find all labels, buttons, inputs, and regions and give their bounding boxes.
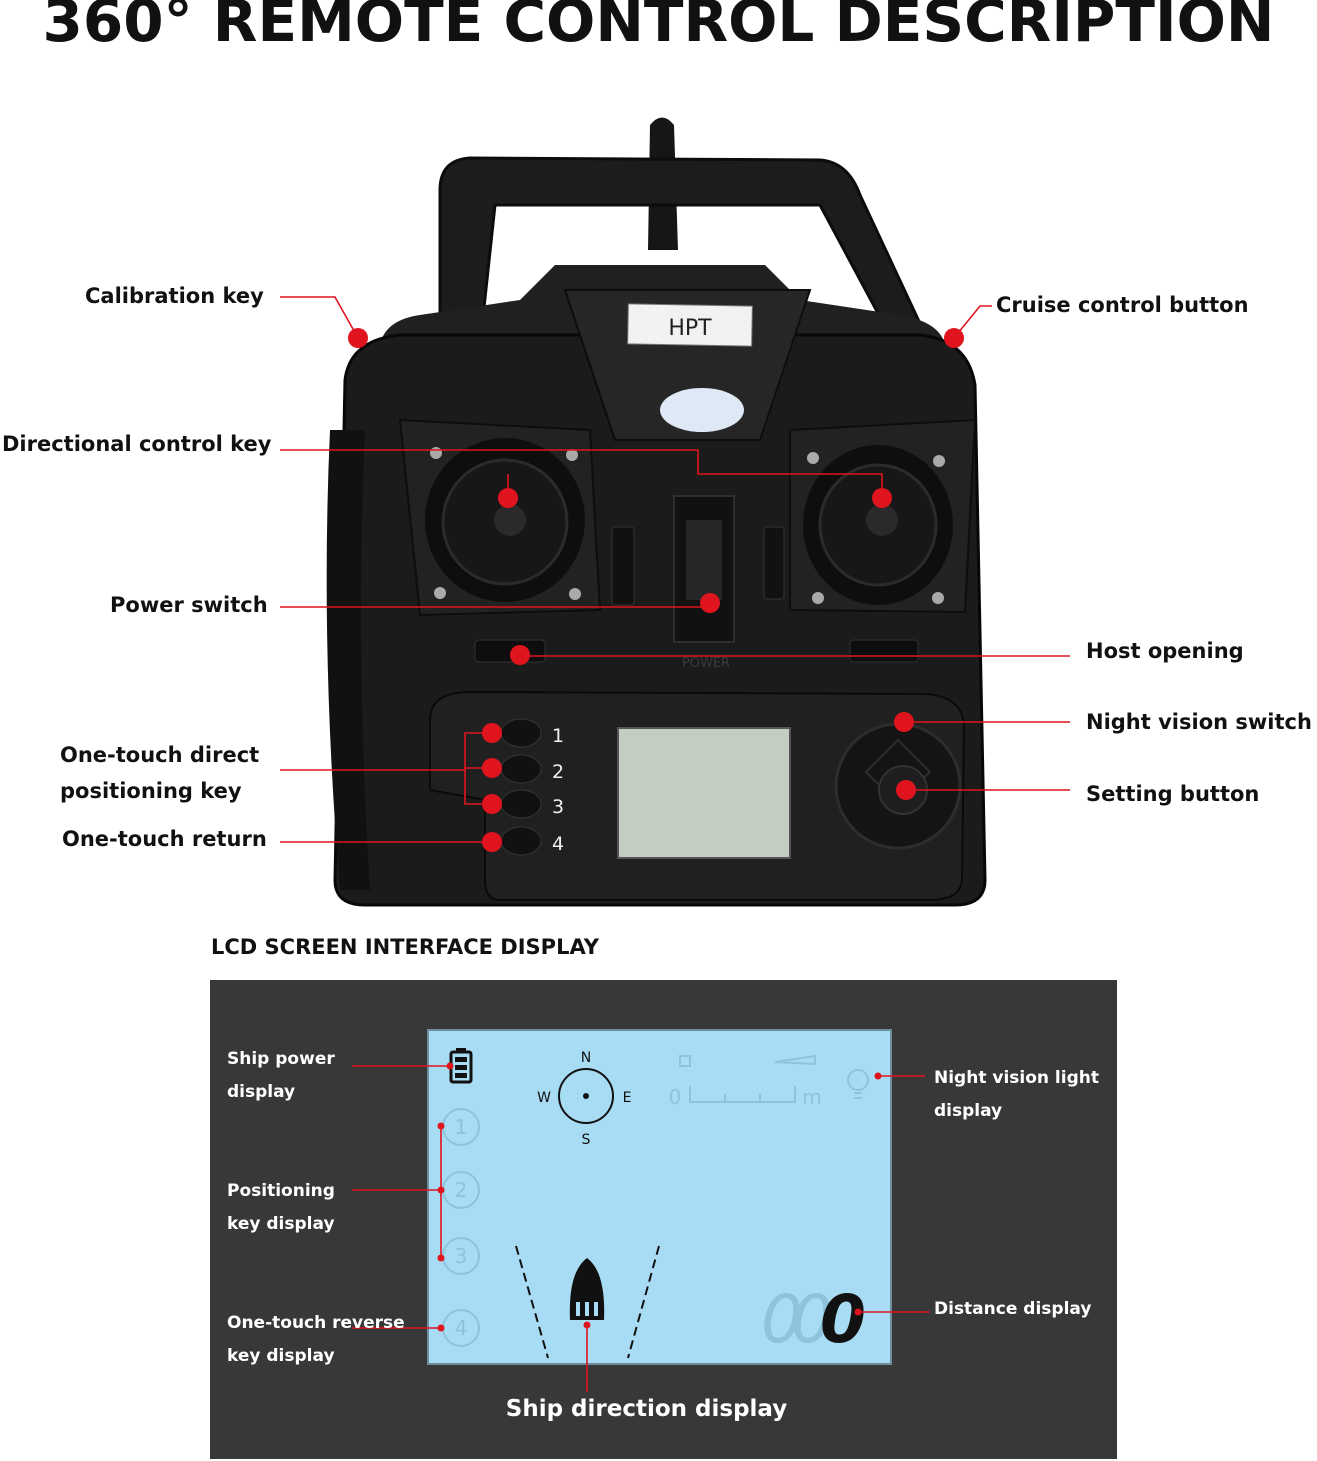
direction-guide-right: [627, 1245, 660, 1359]
reverse-line1: One-touch reverse: [227, 1313, 405, 1333]
boat-detail: [585, 1302, 589, 1316]
direction-guide-left: [515, 1245, 549, 1359]
callout-lines: [280, 296, 1070, 843]
right-trim-slider[interactable]: [763, 526, 785, 600]
ship-power-line1: Ship power: [227, 1049, 335, 1069]
compass-north: N: [581, 1050, 591, 1066]
distance-display-label: Distance display: [934, 1299, 1092, 1319]
slot-number: 3: [455, 1244, 468, 1268]
positioning-button-3[interactable]: [500, 789, 542, 819]
screw-icon: [430, 447, 442, 459]
screw-icon: [434, 587, 446, 599]
night-light-line1: Night vision light: [934, 1068, 1099, 1088]
one-touch-direct-line2: positioning key: [60, 779, 242, 803]
positioning-button-2[interactable]: [500, 754, 542, 784]
distance-digit: 0: [820, 1281, 866, 1358]
return-button-4[interactable]: [500, 826, 542, 856]
brand-text: HPT: [668, 316, 712, 341]
left-grip: [326, 430, 370, 890]
one-touch-direct-line1: One-touch direct: [60, 743, 260, 767]
page-title: 360° REMOTE CONTROL DESCRIPTION: [42, 0, 1275, 55]
lcd-callout-dots: [437, 1062, 882, 1332]
distance-digit-faint: 0: [791, 1281, 833, 1358]
ship-power-label: Ship power display: [227, 1043, 335, 1109]
brand-plate: [627, 303, 753, 347]
power-switch-label: Power switch: [110, 593, 268, 617]
button-number: 1: [552, 725, 564, 747]
one-touch-direct-label: One-touch direct positioning key: [60, 737, 259, 809]
night-light-line2: display: [934, 1101, 1003, 1121]
scale-unit: m: [802, 1085, 821, 1109]
reverse-display-label: One-touch reverse key display: [227, 1307, 405, 1373]
right-host-slider[interactable]: [849, 639, 919, 663]
lcd-callout-lines: [352, 1065, 930, 1392]
scale-start: 0: [669, 1085, 682, 1109]
compass-south: S: [582, 1132, 591, 1148]
screw-icon: [569, 588, 581, 600]
positioning-button-1[interactable]: [500, 718, 542, 748]
right-stick[interactable]: [866, 504, 898, 536]
boat-detail: [576, 1302, 580, 1316]
setting-button-label: Setting button: [1086, 782, 1260, 806]
host-opening-label: Host opening: [1086, 639, 1244, 663]
compass-east: E: [623, 1090, 632, 1106]
screw-icon: [932, 592, 944, 604]
distance-digit-faint: 0: [761, 1281, 803, 1358]
light-bulb-icon: [847, 1069, 869, 1099]
remote-lcd-screen: [617, 727, 791, 859]
screw-icon: [933, 455, 945, 467]
button-number: 4: [552, 833, 564, 855]
left-host-slider[interactable]: [474, 639, 546, 663]
left-stick[interactable]: [494, 504, 526, 536]
positioning-display-label: Positioning key display: [227, 1175, 335, 1241]
screw-icon: [812, 592, 824, 604]
lcd-screen: [427, 1029, 892, 1365]
positioning-line2: key display: [227, 1214, 335, 1234]
left-trim-slider[interactable]: [611, 526, 635, 606]
screw-icon: [807, 452, 819, 464]
compass-center: [583, 1093, 589, 1099]
positioning-line1: Positioning: [227, 1181, 335, 1201]
callout-dots: [348, 328, 964, 852]
night-light-display-label: Night vision light display: [934, 1062, 1099, 1128]
reverse-line2: key display: [227, 1346, 335, 1366]
ship-direction-label: Ship direction display: [505, 1396, 788, 1422]
button-number: 3: [552, 796, 564, 818]
slot-number: 2: [455, 1178, 468, 1202]
directional-control-label: Directional control key: [2, 432, 272, 456]
slot-number: 4: [455, 1316, 468, 1340]
indicator-light: [660, 388, 744, 432]
ship-power-line2: display: [227, 1082, 296, 1102]
button-number: 2: [552, 761, 564, 783]
night-vision-switch-label: Night vision switch: [1086, 710, 1312, 734]
lcd-heading: LCD SCREEN INTERFACE DISPLAY: [211, 935, 599, 959]
distance-scale: [679, 1054, 816, 1103]
boat-detail: [594, 1302, 598, 1316]
one-touch-return-label: One-touch return: [62, 827, 267, 851]
compass-west: W: [537, 1090, 551, 1106]
power-text: POWER: [682, 656, 730, 671]
slot-number: 1: [455, 1115, 468, 1139]
power-switch[interactable]: [686, 520, 722, 600]
cruise-control-label: Cruise control button: [996, 293, 1249, 317]
calibration-key-label: Calibration key: [85, 284, 264, 308]
compass-icon: [558, 1068, 614, 1124]
screw-icon: [566, 449, 578, 461]
